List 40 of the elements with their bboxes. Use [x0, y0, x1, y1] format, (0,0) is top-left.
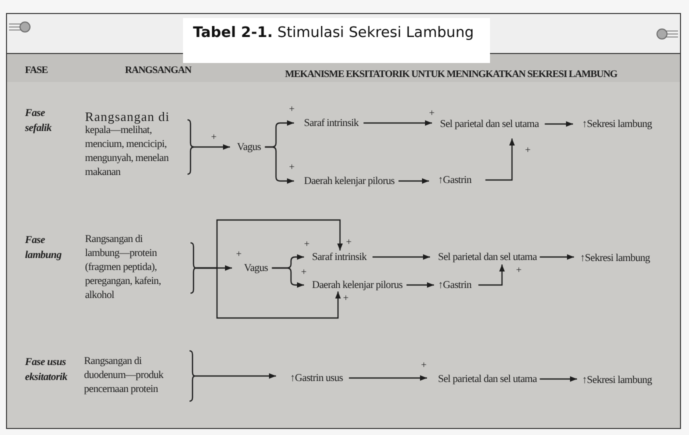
- flow-step-text: Daerah kelenjar pilorus: [304, 278, 406, 292]
- flow-step-text: Daerah kelenjar pilorus: [294, 174, 398, 188]
- arrow: [348, 375, 427, 381]
- flow-step-text: ↑Gastrin usus: [276, 372, 349, 384]
- arrow: [372, 254, 430, 260]
- column-header: RANGSANGAN: [125, 65, 192, 77]
- stimulus-text: Rangsangan di kepala—melihat, mencium, mencicipi, mengunyah, menelan makanan: [85, 110, 171, 180]
- arrow: [272, 267, 304, 288]
- phase-label: Fase lambung: [25, 234, 62, 263]
- arrow: [195, 373, 276, 379]
- flow-step-text: Vagus: [232, 262, 272, 274]
- arrow: [544, 121, 573, 127]
- flow-step-text: Sel parietal dan sel utama: [427, 372, 540, 386]
- arrow: [264, 146, 294, 184]
- phase-label: Fase usus eksitatorik: [25, 356, 68, 385]
- arrow: [398, 178, 429, 184]
- flow-step-text: Saraf intrinsik: [304, 250, 373, 264]
- flow-step-text: Sel parietal dan sel utama: [432, 118, 545, 138]
- flow-step-text: ↑Sekresi lambung: [574, 252, 650, 264]
- phase-label: Fase sefalik: [25, 107, 53, 136]
- column-header: MEKANISME EKSITATORIK UNTUK MENINGKATKAN SEKRESI LAMBUNG: [285, 69, 618, 81]
- flow-step-text: ↑Sekresi lambung: [573, 118, 652, 130]
- arrow: [478, 264, 505, 286]
- flow-step-text: ↑Sekresi lambung: [577, 374, 652, 386]
- arrow: [540, 376, 577, 382]
- arrow: [364, 120, 432, 126]
- stimulus-text: Rangsangan di duodenum—produk pencernaan protein: [84, 355, 164, 397]
- arrow: [196, 267, 341, 319]
- flow-step-text: Saraf intrinsik: [294, 116, 364, 130]
- flow-step-text: Sel parietal dan sel utama: [430, 250, 540, 264]
- arrow: [194, 144, 230, 150]
- arrow: [485, 138, 515, 181]
- column-header: FASE: [25, 65, 48, 77]
- flow-step-text: Vagus: [230, 140, 265, 154]
- flow-step-text: ↑Gastrin: [429, 174, 486, 186]
- flow-step-text: ↑Gastrin: [434, 278, 478, 292]
- stimulus-text: Rangsangan di lambung—protein (fragmen peptida), peregangan, kafein, alkohol: [85, 233, 162, 303]
- table-title: Tabel 2-1. Stimulasi Sekresi Lambung: [183, 18, 490, 63]
- arrow: [540, 254, 574, 260]
- arrow: [406, 282, 434, 288]
